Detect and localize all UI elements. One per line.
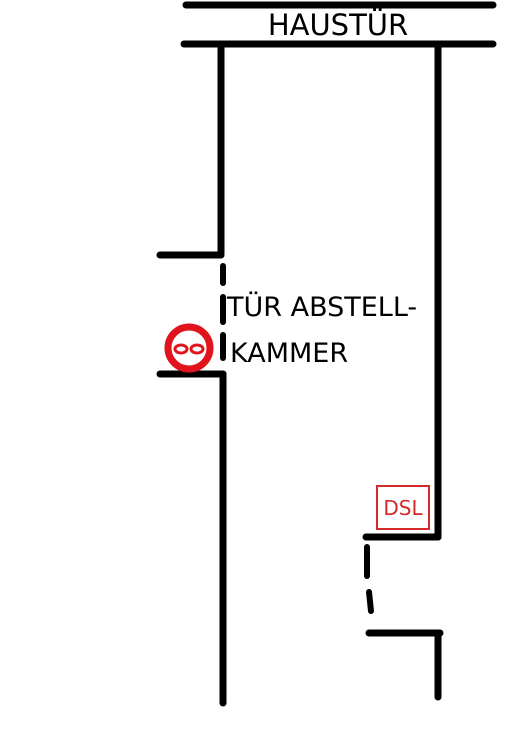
red-circle-marker-icon [164,323,214,373]
dsl-label: DSL [383,496,423,520]
right-door-dash-2 [366,589,374,614]
storage-door-label-line1: TÜR ABSTELL- [226,291,417,323]
storage-door-label-line2: KAMMER [230,338,348,369]
front-door-label: HAUSTÜR [268,8,408,42]
dsl-box: DSL [376,485,430,530]
